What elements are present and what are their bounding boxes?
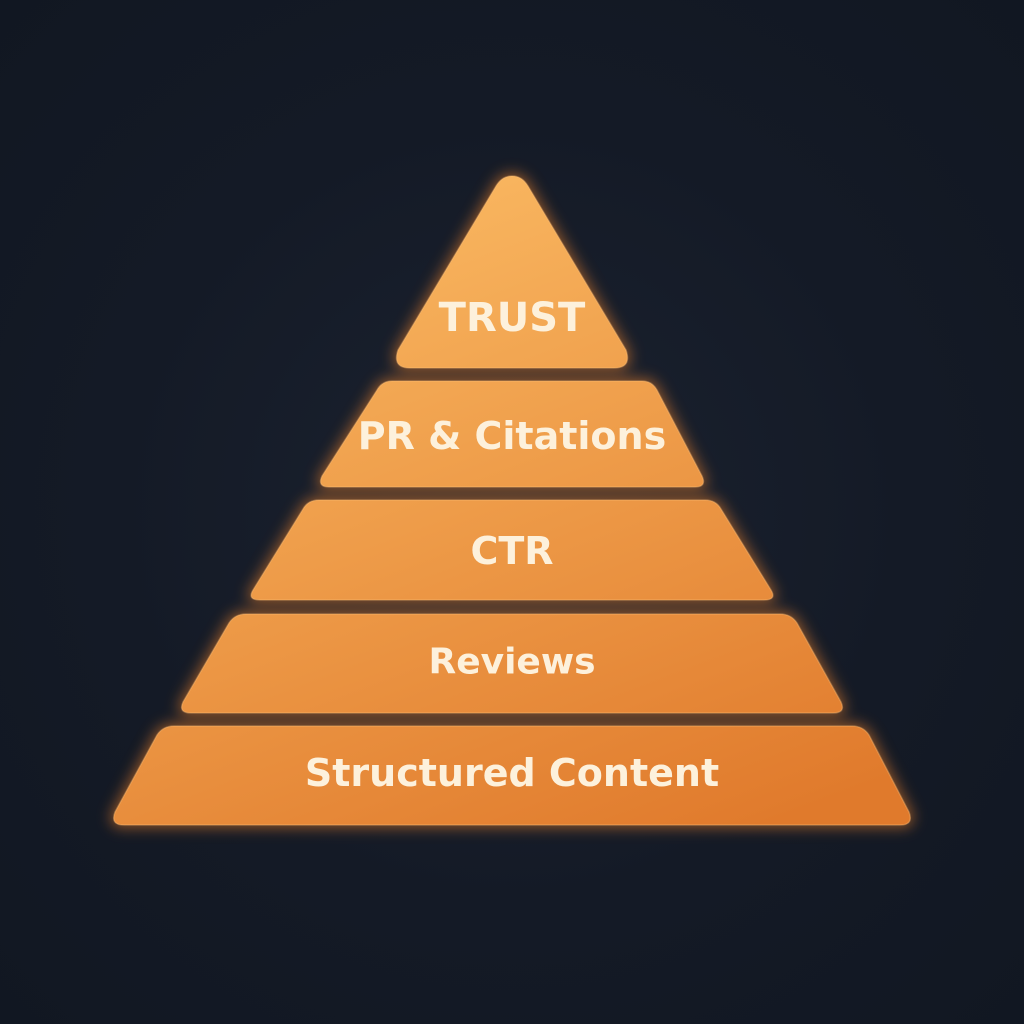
pyramid-tier-3: CTR (250, 499, 774, 601)
tier-shape-structured-content (112, 725, 912, 826)
pyramid-tier-apex: TRUST (395, 175, 629, 369)
pyramid-tier-base: Structured Content (112, 725, 912, 826)
tier-label-structured-content: Structured Content (305, 751, 719, 795)
tier-shape-trust (395, 175, 629, 369)
tier-shape-ctr (250, 499, 774, 601)
tier-shape-reviews (180, 613, 844, 714)
tier-label-ctr: CTR (470, 529, 553, 573)
tier-label-pr-citations: PR & Citations (358, 414, 666, 458)
pyramid-tier-2: PR & Citations (319, 380, 705, 488)
pyramid-tier-4: Reviews (180, 613, 844, 714)
tier-shape-pr-citations (319, 380, 705, 488)
tier-label-reviews: Reviews (428, 642, 595, 683)
tier-label-trust: TRUST (439, 295, 586, 341)
